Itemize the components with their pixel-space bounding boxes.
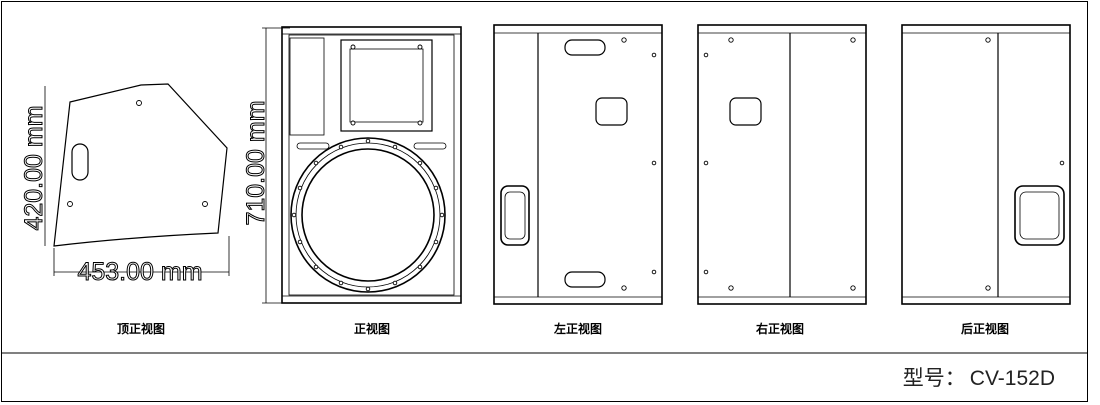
rear-view-cabinet [901, 24, 1071, 305]
top-height-dimension: 420.00 mm [20, 105, 48, 230]
left-bottom-handle [564, 271, 606, 288]
front-horn-plate [340, 39, 433, 132]
top-view-label: 顶正视图 [117, 321, 165, 336]
front-view: 710.00 mm 正视图 [242, 26, 462, 336]
model-label: 型号： [903, 367, 966, 390]
left-view: 左正视图 [493, 24, 663, 336]
front-view-label: 正视图 [354, 321, 390, 336]
top-view-handle [71, 143, 89, 181]
left-view-label: 左正视图 [553, 321, 602, 336]
top-view-screw [67, 201, 73, 207]
front-view-cabinet [281, 26, 462, 304]
top-view-outline [53, 83, 228, 247]
front-grille-tab [413, 142, 447, 150]
top-width-dimension: 453.00 mm [77, 258, 202, 286]
rear-panel-grip [1014, 185, 1065, 246]
top-view-screw [136, 100, 142, 106]
front-height-dimension: 710.00 mm [242, 100, 270, 225]
right-view: 右正视图 [697, 24, 867, 336]
right-pole-socket [729, 97, 762, 126]
model-value: CV-152D [970, 367, 1055, 390]
rear-view-label: 后正视图 [961, 321, 1009, 336]
left-pole-socket [595, 97, 628, 126]
right-view-label: 右正视图 [755, 321, 804, 336]
sheet-border [1, 1, 1088, 402]
front-port [289, 37, 325, 136]
front-woofer-ring [290, 137, 446, 293]
front-grille-tab [296, 142, 330, 150]
model-number: 型号：CV-152D [903, 367, 1055, 390]
top-view: 420.00 mm 453.00 mm 顶正视图 [20, 83, 230, 336]
left-top-handle [564, 39, 606, 56]
rear-view: 后正视图 [901, 24, 1071, 336]
left-view-cabinet [493, 24, 663, 305]
top-view-screw [202, 201, 208, 207]
left-side-grip [500, 185, 530, 246]
right-view-cabinet [697, 24, 867, 305]
front-woofer-cone [301, 148, 435, 282]
